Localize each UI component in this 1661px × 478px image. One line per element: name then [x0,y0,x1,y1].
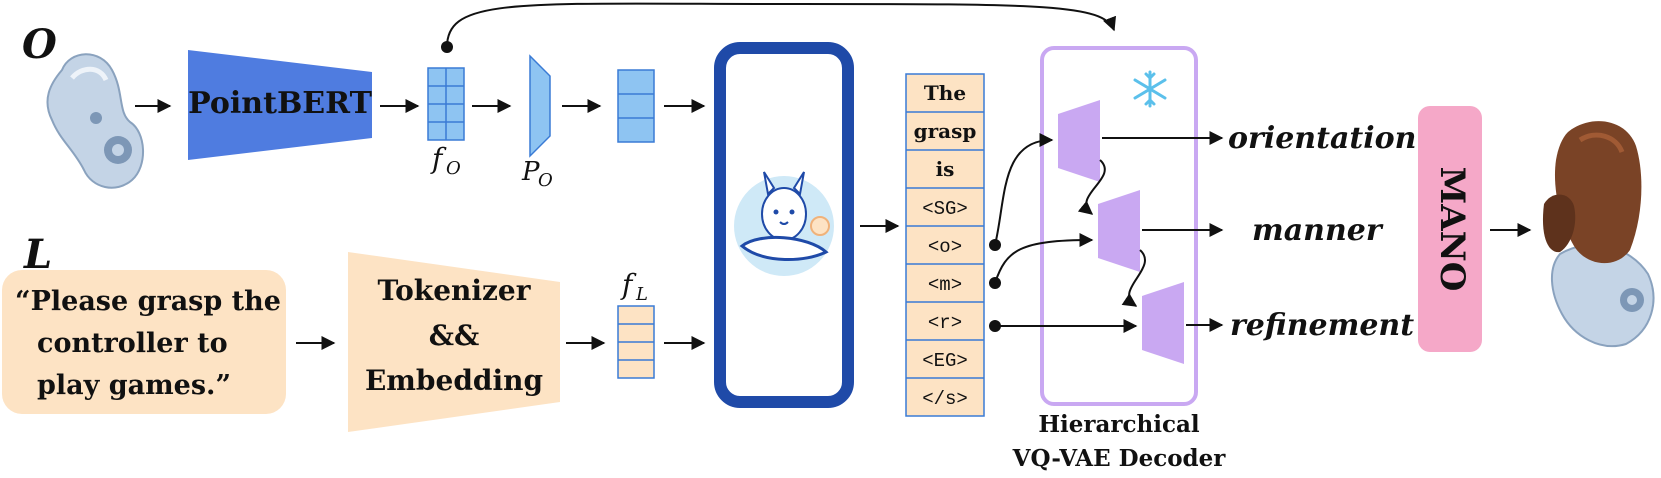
decoder-title-line-1: Hierarchical [1038,411,1200,438]
output-orientation: orientation [1228,121,1416,156]
token-end: </s> [922,388,968,410]
projector-subscript: O [538,170,553,191]
instruction-line-3: play games.” [37,370,231,401]
output-token-column [905,73,985,417]
projector-label: P [521,157,540,187]
instruction-line-1: “Please grasp the [15,286,281,317]
mano-label: MANO [1432,167,1472,292]
tokenizer-line-2: && [429,319,480,352]
pointbert-label: PointBERT [188,86,372,121]
hand-grasping-controller [1542,121,1655,348]
llama-icon [734,171,834,276]
output-refinement: refinement [1230,308,1414,343]
object-symbol: O [22,21,57,68]
instruction-line-2: controller to [37,328,228,359]
decoder-stage-manner [1098,190,1140,272]
token-is: is [936,157,955,181]
pointbert-encoder [188,50,372,160]
token-r: <r> [928,312,962,334]
decoder-stage-orientation [1058,100,1100,182]
output-manner: manner [1252,213,1384,248]
token-eg: <EG> [922,350,968,372]
object-feature-subscript: O [446,158,461,179]
language-feature-column [617,305,655,379]
snowflake-icon [1133,70,1167,108]
instruction-box [2,270,286,414]
skip-connection-arrow [446,2,1116,48]
decoder-stage-refinement [1142,282,1184,364]
object-feature-grid [427,67,465,141]
token-grasp: grasp [914,119,977,143]
token-m: <m> [928,274,962,296]
tokenizer-embedding [348,252,560,432]
language-feature-subscript: L [635,284,648,305]
tokenizer-line-1: Tokenizer [378,274,532,307]
token-o: <o> [928,236,962,258]
projected-object-features [617,69,655,143]
object-projector [529,54,551,158]
tokenizer-line-3: Embedding [365,364,543,397]
object-feature-label: f [430,142,447,175]
token-the: The [924,81,966,105]
token-sg: <SG> [922,198,968,220]
game-controller-object [46,53,145,189]
mano-model [1418,106,1482,352]
decoder-title-line-2: VQ-VAE Decoder [1012,445,1227,472]
language-feature-label: f [620,268,637,301]
